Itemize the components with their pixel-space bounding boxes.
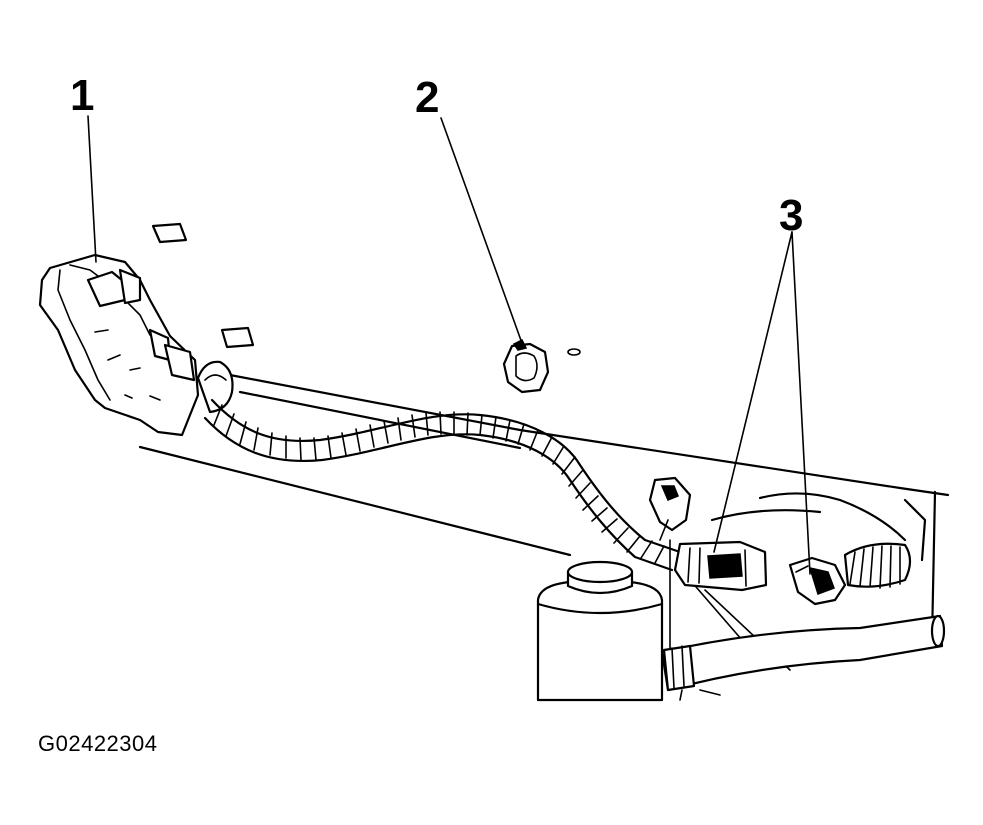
callout-number-2: 2 xyxy=(415,73,440,122)
fluid-reservoir-icon xyxy=(536,560,664,702)
coolant-hose xyxy=(660,614,946,692)
callout-number-3: 3 xyxy=(779,191,804,240)
callout-leader-lines xyxy=(87,115,811,575)
electrical-connector-icon xyxy=(673,540,912,606)
figure-id-label: G02422304 xyxy=(38,731,158,756)
harness-clip-icon xyxy=(502,338,581,394)
electronic-control-module-icon xyxy=(38,253,234,437)
callout-number-1: 1 xyxy=(70,71,95,120)
mounting-pad xyxy=(151,222,255,349)
wiring-harness xyxy=(203,398,682,572)
mounting-bracket xyxy=(648,476,692,541)
